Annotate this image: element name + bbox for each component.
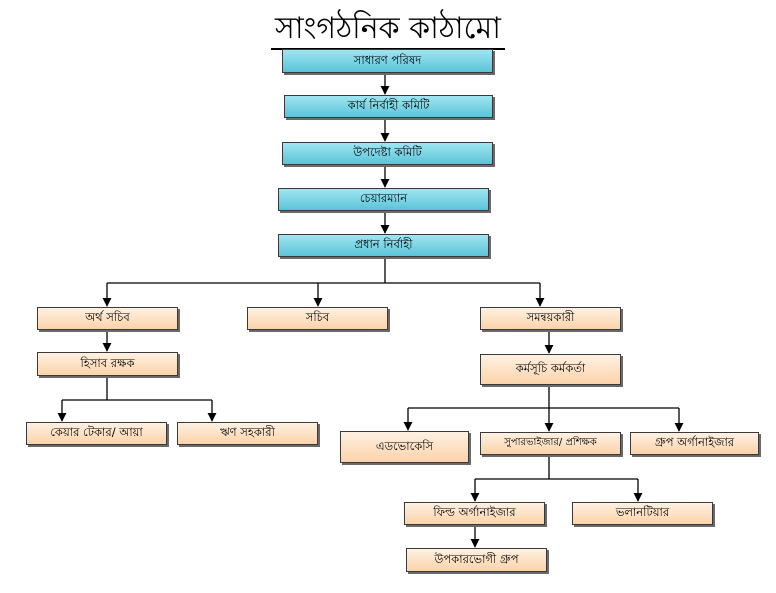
- node-label: ফিল্ড অর্গানাইজার: [433, 505, 516, 519]
- node-label: অর্থ সচিব: [85, 310, 130, 324]
- node-label: কর্মসূচি কর্মকর্তা: [515, 361, 586, 375]
- node-caretaker: কেয়ার টেকার/ আয়া: [26, 422, 167, 445]
- node-label: গ্রুপ অর্গানাইজার: [654, 435, 735, 449]
- node-advocacy: এডভোকেসি: [340, 431, 469, 463]
- node-general-council: সাধারণ পরিষদ: [282, 49, 493, 73]
- node-label: চেয়ারম্যান: [359, 191, 408, 205]
- node-label: সুপারভাইজার/ প্রশিক্ষক: [504, 437, 597, 448]
- node-label: হিসাব রক্ষক: [80, 355, 135, 370]
- node-secretary: সচিব: [247, 307, 388, 330]
- node-label: প্রধান নির্বাহী: [354, 237, 413, 251]
- node-advisory-committee: উপদেষ্টা কমিটি: [282, 142, 493, 165]
- chart-title-text: সাংগঠনিক কাঠামো: [271, 11, 505, 50]
- node-beneficiary-group: উপকারভোগী গ্রুপ: [406, 548, 547, 572]
- node-program-officer: কর্মসূচি কর্মকর্তা: [480, 354, 621, 385]
- node-label: কেয়ার টেকার/ আয়া: [50, 425, 143, 439]
- node-label: কার্য নির্বাহী কমিটি: [347, 98, 430, 112]
- node-chairman: চেয়ারম্যান: [278, 188, 489, 211]
- node-label: উপকারভোগী গ্রুপ: [434, 551, 519, 566]
- chart-title: সাংগঠনিক কাঠামো: [0, 4, 776, 55]
- node-finance-secretary: অর্থ সচিব: [37, 307, 178, 330]
- node-accountant: হিসাব রক্ষক: [37, 352, 178, 376]
- node-label: ঋণ সহকারী: [220, 425, 275, 439]
- node-label: উপদেষ্টা কমিটি: [353, 145, 422, 159]
- node-coordinator: সমন্বয়কারী: [480, 307, 621, 330]
- node-field-organizer: ফিল্ড অর্গানাইজার: [404, 502, 545, 525]
- node-chief-executive: প্রধান নির্বাহী: [278, 234, 489, 257]
- node-supervisor-trainer: সুপারভাইজার/ প্রশিক্ষক: [480, 432, 621, 455]
- node-label: সাধারণ পরিষদ: [353, 52, 422, 67]
- node-label: ভলানটিয়ার: [615, 505, 670, 519]
- node-executive-committee: কার্য নির্বাহী কমিটি: [284, 95, 493, 118]
- node-label: সমন্বয়কারী: [526, 310, 575, 324]
- node-group-organizer: গ্রুপ অর্গানাইজার: [630, 432, 759, 455]
- node-label: সচিব: [305, 310, 330, 324]
- node-volunteer: ভলানটিয়ার: [572, 502, 713, 525]
- node-credit-assistant: ঋণ সহকারী: [177, 422, 318, 445]
- node-label: এডভোকেসি: [375, 438, 434, 453]
